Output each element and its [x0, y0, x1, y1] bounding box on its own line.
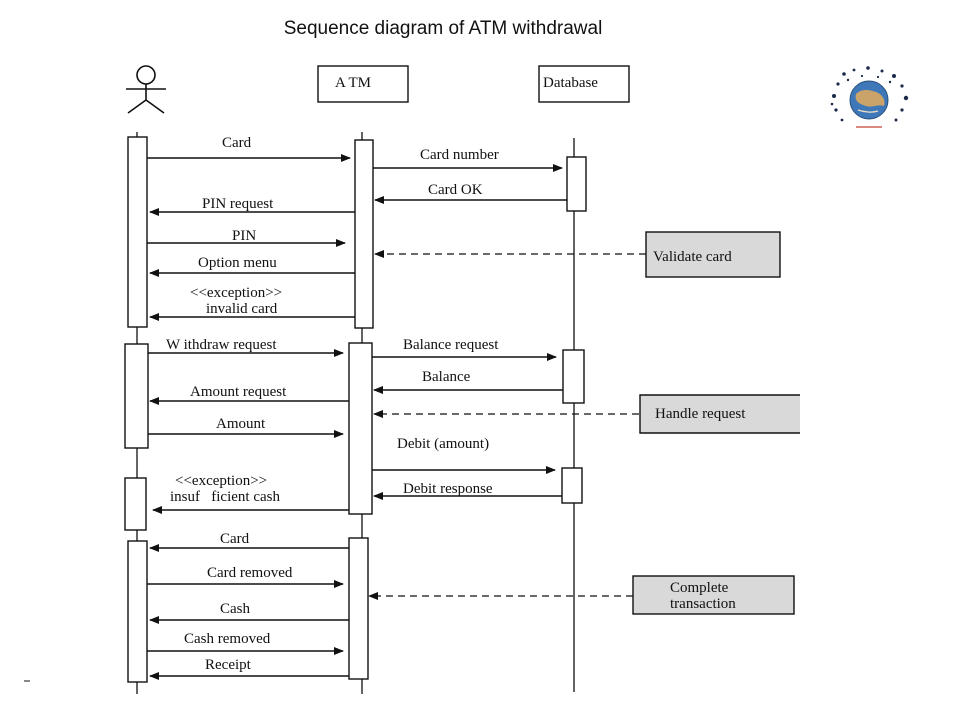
handle-request-note-text: Handle request [655, 406, 746, 422]
msg-card-removed-label: Card removed [207, 565, 293, 581]
msg-cash-label: Cash [220, 601, 251, 617]
customer-activation-1 [127, 136, 148, 328]
msg-balance-request-label: Balance request [403, 337, 499, 353]
msg-exception-1-label: <<exception>> [190, 285, 282, 301]
msg-cash-removed-label: Cash removed [184, 631, 271, 647]
msg-pin-label: PIN [232, 228, 256, 244]
msg-card-label: Card [222, 135, 252, 151]
msg-exception-2-label: <<exception>> [175, 473, 267, 489]
database-activation-3 [561, 467, 583, 504]
corner-mark [24, 680, 30, 682]
customer-activation-4 [127, 540, 148, 683]
customer-activation-2 [124, 343, 149, 449]
msg-debit-amount-label: Debit (amount) [397, 436, 489, 452]
complete-transaction-note-line1: Complete [670, 580, 729, 596]
msg-insufficient-cash-label: insuf ficient cash [170, 489, 280, 505]
msg-withdraw-request-label: W ithdraw request [166, 337, 277, 353]
atm-activation-3 [348, 537, 369, 680]
database-activation-1 [566, 156, 587, 212]
msg-card-number-label: Card number [420, 147, 499, 163]
atm-participant-label: A TM [335, 75, 371, 91]
complete-transaction-note [632, 575, 795, 615]
globe-logo-icon [830, 66, 909, 128]
customer-actor-icon [126, 65, 166, 114]
validate-card-note-text: Validate card [653, 249, 732, 265]
database-participant-label: Database [543, 75, 598, 91]
atm-activation-2 [348, 342, 373, 515]
atm-participant-box [317, 65, 409, 103]
atm-activation-1 [354, 139, 374, 329]
msg-debit-response-label: Debit response [403, 481, 493, 497]
msg-card-ok-label: Card OK [428, 182, 483, 198]
msg-amount-request-label: Amount request [190, 384, 287, 400]
diagram-title: Sequence diagram of ATM withdrawal [283, 18, 603, 39]
database-participant-box [538, 65, 630, 103]
handle-request-note [639, 394, 800, 434]
msg-receipt-label: Receipt [205, 657, 252, 673]
msg-invalid-card-label: invalid card [206, 301, 278, 317]
msg-card-return-label: Card [220, 531, 250, 547]
customer-activation-3 [124, 477, 147, 531]
complete-transaction-note-line2: transaction [670, 596, 736, 612]
msg-amount-label: Amount [216, 416, 266, 432]
database-activation-2 [562, 349, 585, 404]
msg-pin-request-label: PIN request [202, 196, 274, 212]
msg-balance-label: Balance [422, 369, 471, 385]
validate-card-note [645, 231, 781, 278]
msg-option-menu-label: Option menu [198, 255, 277, 271]
